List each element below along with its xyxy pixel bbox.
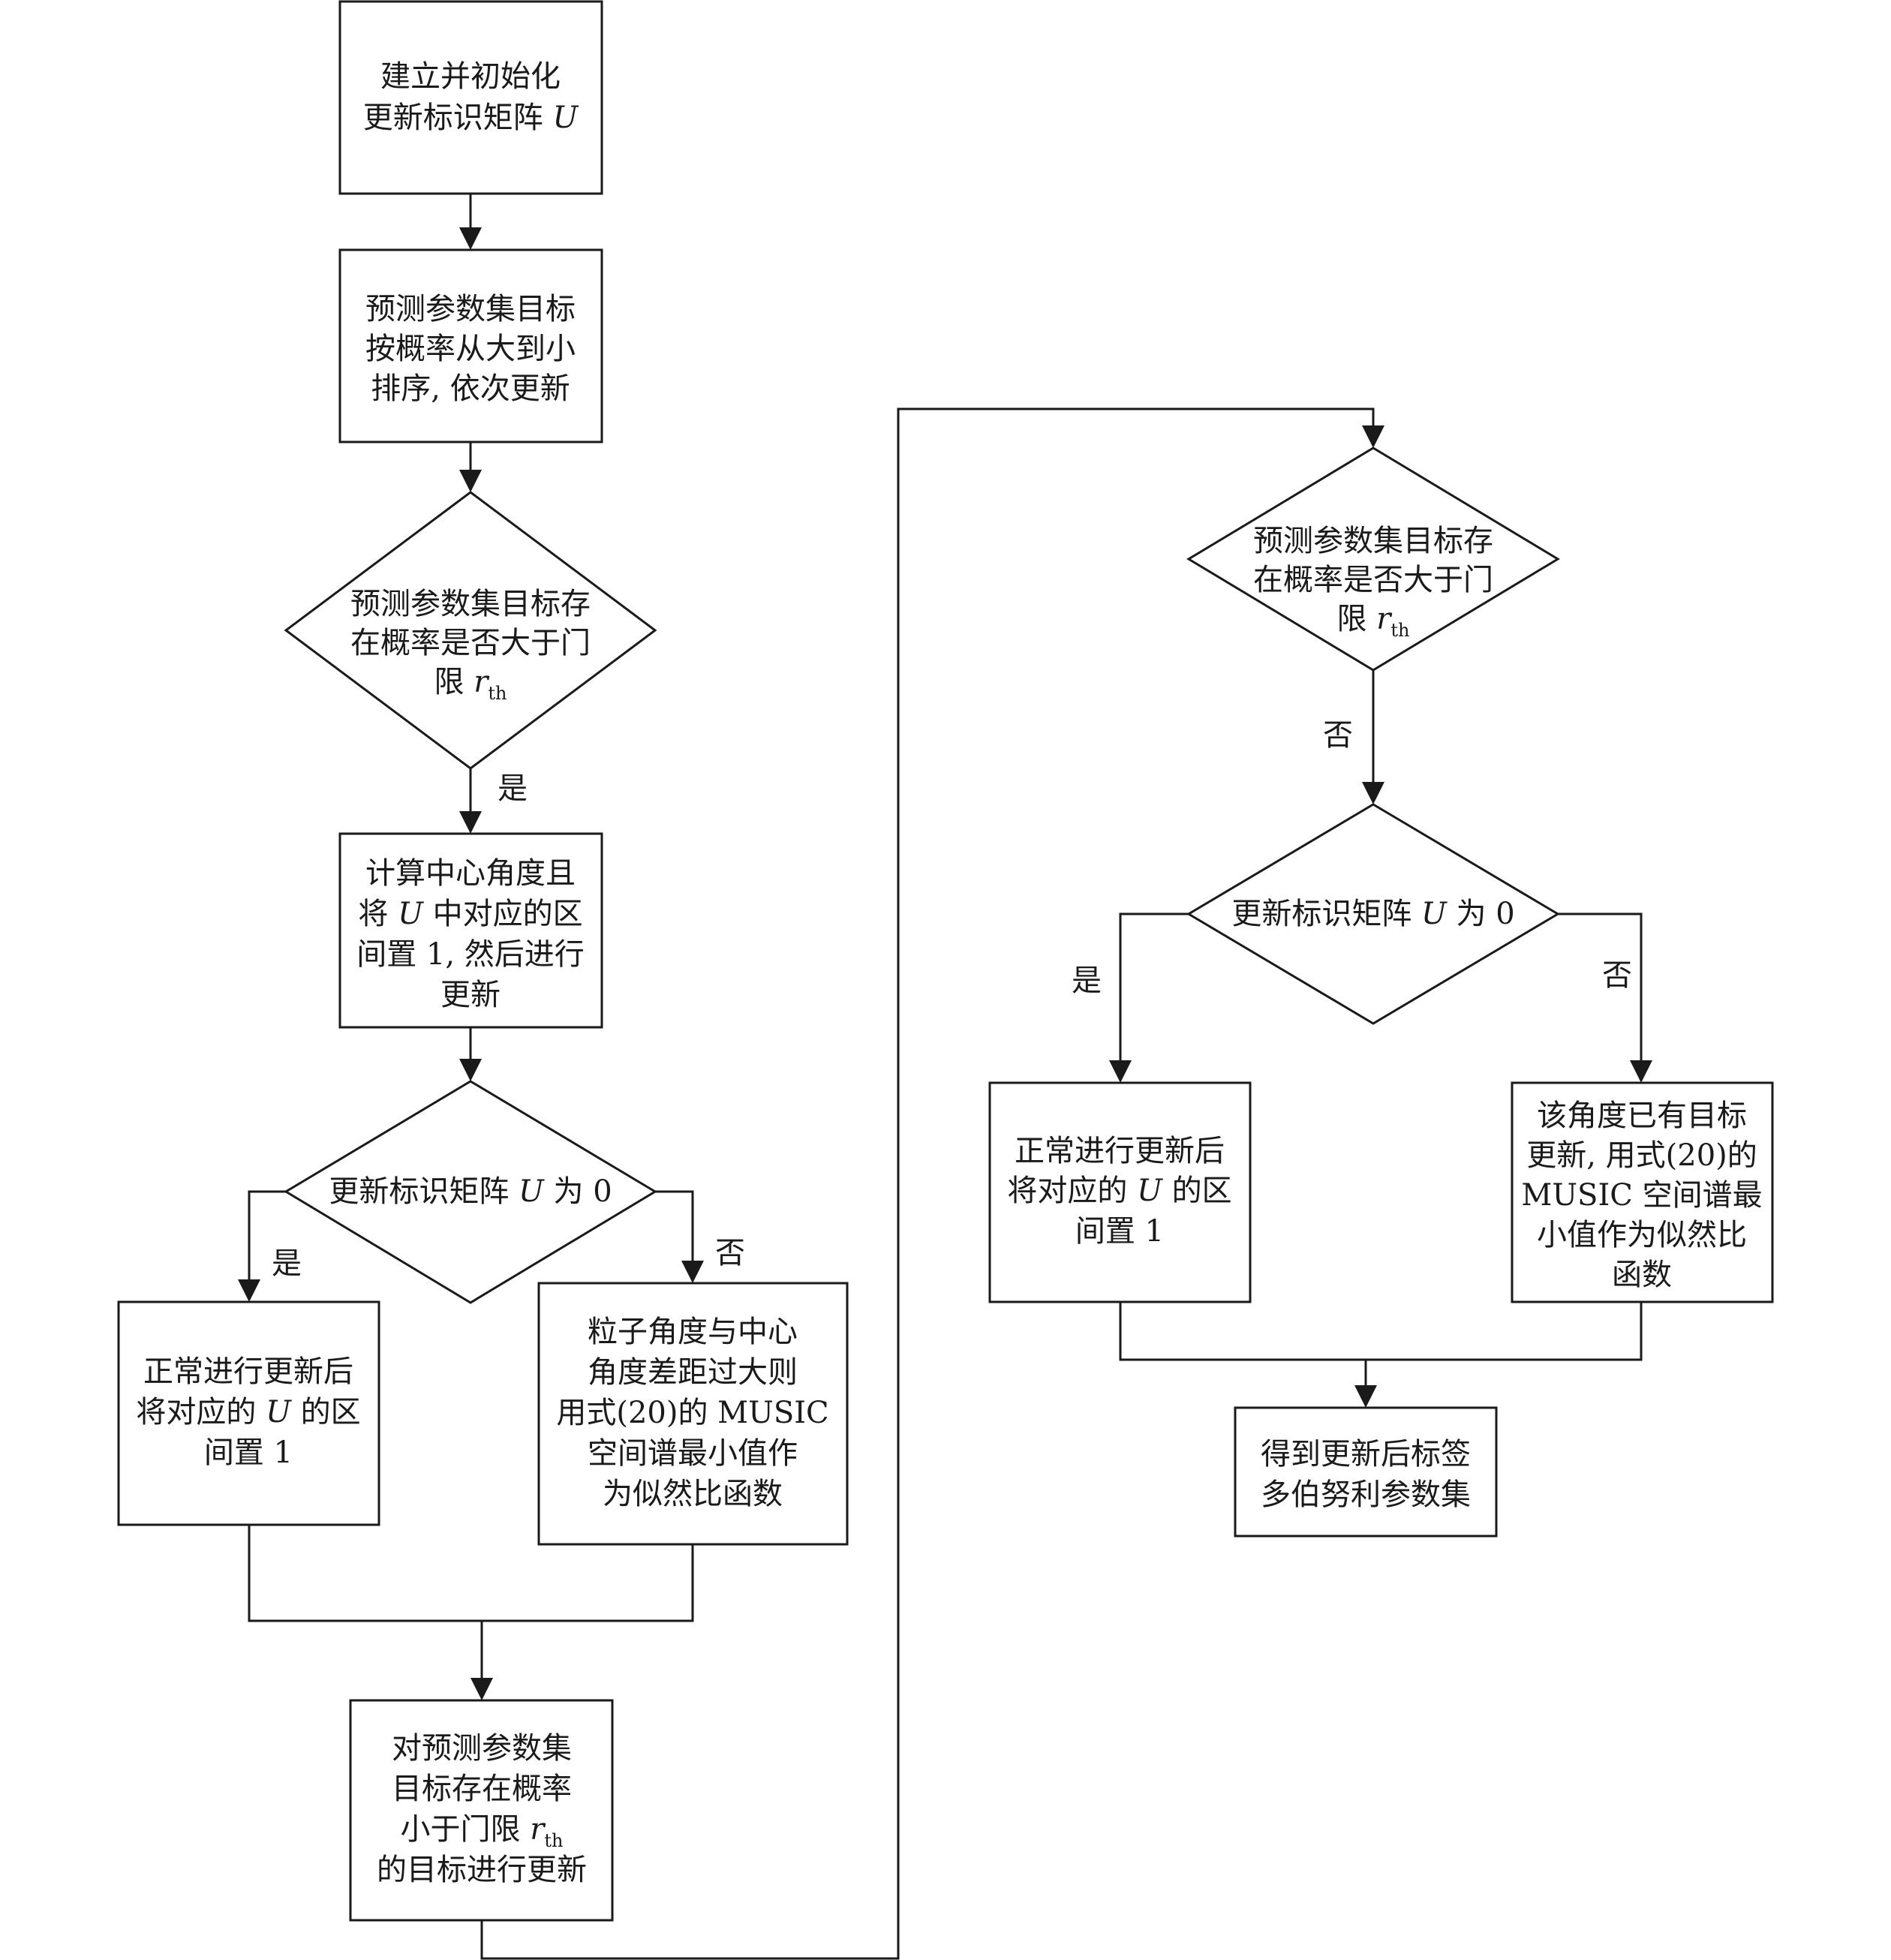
sort-box-text-1: 预测参数集目标 [365,292,576,326]
check-left-text-3: 限 rth [434,665,507,704]
sort-box-text-2: 按概率从大到小 [365,332,576,366]
result-text-1: 得到更新后标签 [1261,1437,1471,1472]
particle-text-1: 粒子角度与中心 [588,1315,798,1349]
normal-right-text-1: 正常进行更新后 [1015,1134,1225,1168]
compute-box-text-3: 间置 1, 然后进行 [356,937,585,972]
particle-box [537,1282,849,1546]
arrowhead [1354,1385,1377,1408]
u-right-no-label: 否 [1602,958,1632,993]
check-left-yes-label: 是 [498,771,528,806]
result-text-2: 多伯努利参数集 [1261,1478,1471,1512]
particle-text-4: 空间谱最小值作 [588,1436,798,1471]
check-right-text-1: 预测参数集目标存 [1253,524,1493,558]
u-left-no-label: 否 [715,1236,745,1270]
init-box-text-2: 更新标识矩阵 U [363,101,579,135]
edge-merge-right [1119,1302,1643,1361]
low-prob-text-4: 的目标进行更新 [377,1853,587,1887]
normal-right-box [988,1081,1252,1303]
angle-exists-text-1: 该角度已有目标 [1537,1099,1747,1133]
angle-exists-text-2: 更新, 用式(20)的 [1526,1138,1757,1173]
compute-box-text-1: 计算中心角度且 [365,856,576,891]
init-box-text-1: 建立并初始化 [380,59,561,94]
low-prob-text-3: 小于门限 rth [401,1812,564,1851]
u-zero-right-text: 更新标识矩阵 U 为 0 [1231,897,1514,931]
result-box [1234,1406,1498,1538]
normal-left-text-3: 间置 1 [204,1435,293,1470]
check-right-text-2: 在概率是否大于门 [1253,563,1493,597]
u-right-yes-label: 是 [1072,963,1102,998]
check-left-text-2: 在概率是否大于门 [350,626,591,660]
edge-uzero-left-no [655,1190,694,1262]
angle-exists-text-5: 函数 [1612,1258,1672,1292]
low-prob-text-1: 对预测参数集 [392,1731,572,1766]
particle-text-5: 为似然比函数 [603,1477,783,1511]
edge-low-to-right [480,407,1375,1960]
angle-exists-text-3: MUSIC 空间谱最 [1521,1178,1762,1213]
u-left-yes-label: 是 [272,1246,302,1281]
compute-box-text-4: 更新 [440,978,501,1012]
normal-right-text-3: 间置 1 [1075,1214,1164,1249]
low-prob-box [349,1699,614,1922]
check-left-text-1: 预测参数集目标存 [350,587,591,621]
angle-exists-text-4: 小值作为似然比 [1537,1218,1747,1252]
edge-merge-left [248,1525,694,1622]
check-right-diamond [1186,446,1560,672]
normal-left-text-2: 将对应的 U 的区 [136,1395,360,1429]
arrowhead [1362,782,1384,804]
edge-uzero-right-yes [1119,912,1189,1062]
arrowhead [1109,1060,1132,1083]
arrowhead [1630,1060,1652,1083]
arrowhead [470,1678,493,1700]
edge-uzero-left-yes [248,1190,286,1281]
compute-box-text-2: 将 U 中对应的区 [358,897,582,931]
particle-text-3: 用式(20)的 MUSIC [556,1396,828,1430]
low-prob-text-2: 目标存在概率 [392,1772,572,1806]
arrowhead [1362,425,1384,448]
sort-box-text-3: 排序, 依次更新 [371,371,570,406]
normal-right-text-2: 将对应的 U 的区 [1007,1174,1231,1208]
arrowhead [459,470,482,492]
check-right-text-3: 限 rth [1337,602,1410,641]
arrowhead [459,1059,482,1081]
arrowhead [238,1279,260,1302]
normal-left-text-1: 正常进行更新后 [143,1354,353,1389]
u-zero-left-diamond [284,1080,657,1304]
angle-exists-box [1511,1081,1774,1303]
arrowhead [459,227,482,250]
check-right-no-label: 否 [1323,718,1353,753]
u-zero-left-text: 更新标识矩阵 U 为 0 [329,1174,612,1209]
u-zero-right-diamond [1186,803,1560,1025]
edge-uzero-right-no [1558,912,1643,1062]
init-box [338,0,603,195]
arrowhead [681,1261,704,1283]
arrowhead [459,811,482,834]
particle-text-2: 角度差距过大则 [588,1355,798,1390]
